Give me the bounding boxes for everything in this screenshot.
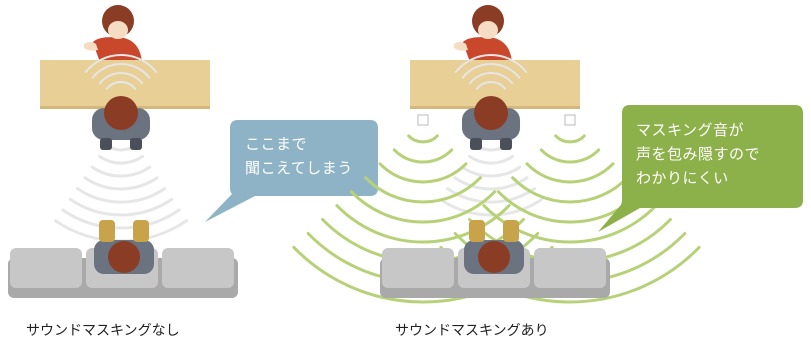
panel-with-masking [292,5,803,304]
sound-wave-arc [98,154,144,165]
speech-bubble-with-masking [598,105,803,232]
caption-without-masking: サウンドマスキングなし [26,323,180,339]
sound-wave-arc [525,162,615,184]
sound-wave-arc [76,187,166,204]
sound-wave-arc [335,204,511,244]
speech-bubble-without-masking [205,120,378,222]
sound-wave-arc [392,148,454,164]
sound-wave-arc [461,63,521,79]
sound-wave-arc [475,80,507,90]
masking-speaker-right [564,114,576,126]
desk-person [462,96,520,150]
sound-wave-arc [84,54,158,73]
panel-without-masking [8,5,378,298]
sound-wave-arc [90,165,152,178]
bubble-line: 声を包み隠すので [636,145,761,163]
sound-wave-arc [454,54,528,73]
sound-wave-arc [61,208,181,230]
sound-wave-arc [54,219,188,243]
bubble-line: わかりにくい [636,169,729,187]
sound-wave-arc [83,176,159,191]
bubble-text-with-masking: マスキング音が 声を包み隠すので わかりにくい [636,118,760,190]
masking-speaker-left [417,114,429,126]
bubble-text-without-masking: ここまで 聞こえてしまう [245,132,353,180]
sound-wave-arc [91,63,151,79]
sound-wave-arc [511,176,629,204]
bubble-line: 聞こえてしまう [245,159,353,177]
sound-wave-arc [468,72,514,85]
bubble-line: ここまで [245,135,308,153]
sound-wave-arc [105,80,137,90]
speaker-person [84,5,142,62]
sound-wave-arc [98,72,144,85]
sound-wave-arc [460,165,522,178]
bubble-line: マスキング音が [636,121,745,139]
sound-wave-arc [68,197,174,217]
desk-person [92,96,150,150]
sound-wave-arc [349,190,497,224]
speaker-person [454,5,512,62]
listener-person [464,220,524,274]
sound-wave-arc [364,176,482,204]
sound-wave-arc [453,176,529,191]
sound-wave-arc [438,197,544,217]
sound-wave-arc [468,154,514,165]
sound-wave-arc [407,134,439,144]
sound-wave-arc [378,162,468,184]
sound-wave-arc [539,148,601,164]
sound-wave-arc [554,134,586,144]
listener-person [94,220,154,274]
caption-with-masking: サウンドマスキングあり [395,323,549,339]
